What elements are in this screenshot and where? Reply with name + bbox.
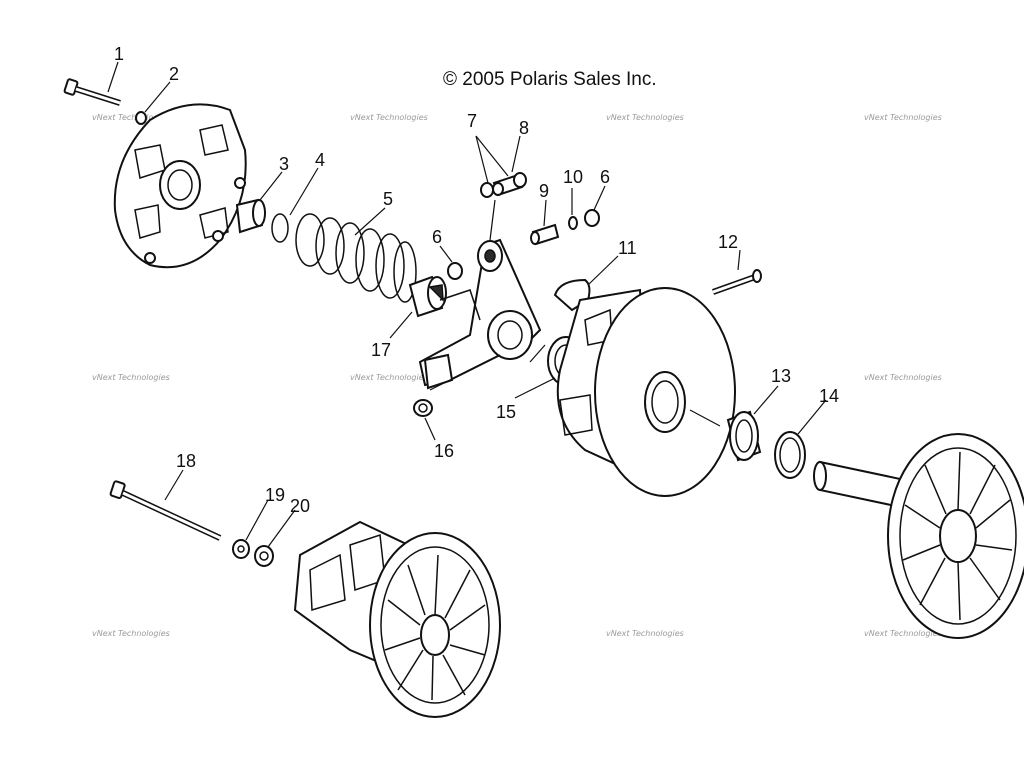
callout-19: 19 xyxy=(265,485,285,505)
part-7-8-pin-washers xyxy=(480,172,527,198)
callout-13: 13 xyxy=(771,366,791,386)
part-moveable-sheave xyxy=(556,287,736,497)
watermark: vNext Technologies xyxy=(864,113,942,122)
watermark: vNext Technologies xyxy=(864,629,942,638)
watermark: vNext Technologies xyxy=(350,113,428,122)
copyright-text: © 2005 Polaris Sales Inc. xyxy=(443,69,657,90)
part-cover-plate xyxy=(113,103,247,269)
watermark: vNext Technologies xyxy=(92,629,170,638)
part-19-washer xyxy=(232,539,250,559)
callout-14: 14 xyxy=(819,386,839,406)
part-2-washer xyxy=(135,111,147,125)
part-6-roller-left xyxy=(447,262,463,280)
part-5-spring xyxy=(295,213,417,303)
part-16-nut xyxy=(413,399,433,417)
callout-6-left: 6 xyxy=(432,227,442,247)
part-9-pin xyxy=(530,223,560,246)
callout-2: 2 xyxy=(169,64,179,84)
part-assembled-clutch xyxy=(293,520,501,718)
leader-lines xyxy=(107,61,827,548)
watermark: vNext Technologies xyxy=(606,113,684,122)
part-3-bushing xyxy=(235,198,266,234)
part-17-cup xyxy=(408,275,447,318)
callout-17: 17 xyxy=(371,340,391,360)
watermark: vNext Technologies xyxy=(864,373,942,382)
part-13-bushing xyxy=(726,410,762,462)
part-fixed-sheave-shaft xyxy=(813,433,1024,639)
part-12-pin xyxy=(711,269,762,295)
callout-16: 16 xyxy=(434,441,454,461)
callout-5: 5 xyxy=(383,189,393,209)
part-spider-arm xyxy=(418,238,542,390)
callout-15: 15 xyxy=(496,402,516,422)
callout-18: 18 xyxy=(176,451,196,471)
watermark: vNext Technologies xyxy=(606,629,684,638)
part-20-nut xyxy=(254,545,274,567)
callout-12: 12 xyxy=(718,232,738,252)
callout-9: 9 xyxy=(539,181,549,201)
part-14-ring xyxy=(774,431,806,479)
part-4-snap-ring xyxy=(271,213,289,243)
callout-7: 7 xyxy=(467,111,477,131)
callout-1: 1 xyxy=(114,44,124,64)
watermark: vNext Technologies xyxy=(92,113,170,122)
callout-20: 20 xyxy=(290,496,310,516)
callout-10: 10 xyxy=(563,167,583,187)
part-18-long-bolt xyxy=(109,480,222,541)
callout-8: 8 xyxy=(519,118,529,138)
callout-6-right: 6 xyxy=(600,167,610,187)
part-1-bolt xyxy=(63,78,121,106)
callout-4: 4 xyxy=(315,150,325,170)
part-10-washer xyxy=(568,216,578,230)
part-6-roller-right xyxy=(584,209,600,227)
watermark: vNext Technologies xyxy=(350,373,428,382)
callouts: 1 2 3 4 5 6 6 7 8 9 10 11 12 13 14 15 16… xyxy=(114,44,839,516)
callout-11: 11 xyxy=(618,238,637,258)
watermark: vNext Technologies xyxy=(92,373,170,382)
callout-3: 3 xyxy=(279,154,289,174)
